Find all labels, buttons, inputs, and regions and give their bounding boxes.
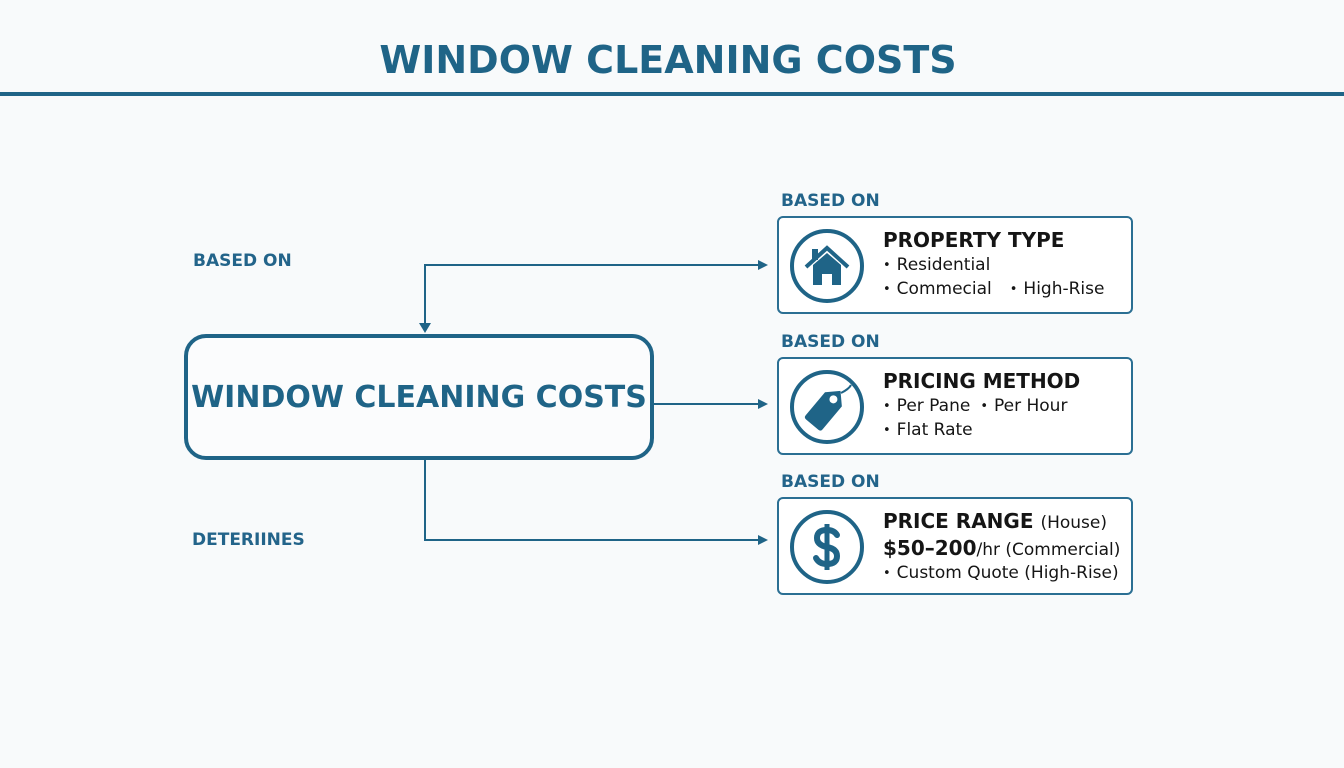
arrowhead-down-icon <box>419 323 431 333</box>
card-heading: PROPERTY TYPE <box>883 228 1065 252</box>
card-label-pricing-method: BASED ON <box>781 332 880 352</box>
list-item: Per Hour <box>980 396 1067 416</box>
connector-price-range <box>424 456 768 545</box>
header-divider <box>0 92 1344 96</box>
label-based-on-left: BASED ON <box>193 251 292 271</box>
card-property-type: PROPERTY TYPE Residential Commecial High-… <box>777 216 1133 314</box>
diagram-title: WINDOW CLEANING COSTS <box>379 38 957 82</box>
card-heading-note: (House) <box>1040 513 1108 533</box>
card-label-price-range: BASED ON <box>781 472 880 492</box>
card-heading: PRICING METHOD <box>883 369 1081 393</box>
price-range-value: $50–200 <box>883 536 977 560</box>
price-tag-icon <box>790 370 864 444</box>
label-determines-left: DETERIINES <box>192 530 305 550</box>
card-pricing-method: PRICING METHOD Per Pane Per Hour Flat Rat… <box>777 357 1133 455</box>
dollar-icon <box>790 510 864 584</box>
card-heading: PRICE RANGE <box>883 509 1034 533</box>
connector-property-type <box>419 260 768 333</box>
card-label-property-type: BASED ON <box>781 191 880 211</box>
list-item: Custom Quote (High-Rise) <box>883 563 1119 583</box>
card-price-range: PRICE RANGE (House) $50–200/hr (Commerci… <box>777 497 1133 595</box>
central-node: WINDOW CLEANING COSTS <box>184 334 654 460</box>
central-node-label: WINDOW CLEANING COSTS <box>191 379 647 415</box>
list-item: High-Rise <box>1010 279 1104 299</box>
price-range-unit: /hr (Commercial) <box>976 540 1121 560</box>
list-item: Commecial <box>883 279 992 299</box>
list-item: Residential <box>883 255 991 275</box>
list-item: Flat Rate <box>883 420 973 440</box>
house-icon <box>790 229 864 303</box>
list-item: Per Pane <box>883 396 971 416</box>
